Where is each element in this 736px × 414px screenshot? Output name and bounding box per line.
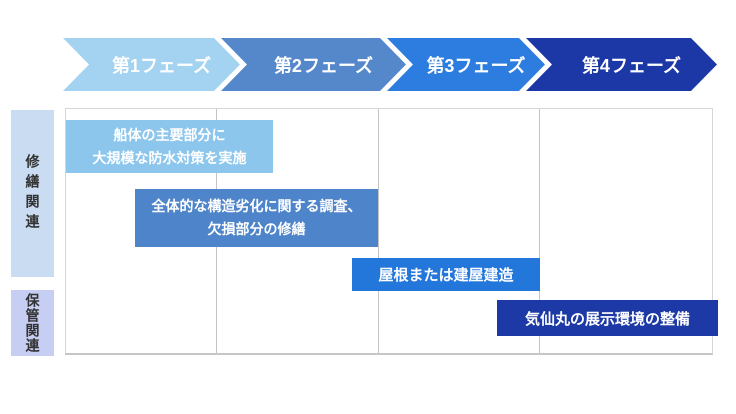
phase-arrow-3: 第3フェーズ: [387, 38, 545, 91]
task-bar-exhibition-environment: 気仙丸の展示環境の整備: [497, 300, 718, 336]
task-bar-hull-waterproofing-line1: 船体の主要部分に: [113, 126, 226, 143]
grid-line-phase3-4: [539, 109, 540, 353]
phase-arrow-1: 第1フェーズ: [63, 38, 240, 91]
task-bar-hull-waterproofing: 船体の主要部分に 大規模な防水対策を実施: [66, 120, 273, 173]
task-bar-roof-building-construction: 屋根または建屋建造: [352, 258, 540, 291]
row-label-repair: 修繕関連: [11, 110, 54, 277]
task-bar-structural-survey-repair-line2: 欠損部分の修繕: [207, 221, 306, 237]
phase-arrow-4-label: 第4フェーズ: [581, 55, 682, 76]
phase-arrow-2: 第2フェーズ: [221, 38, 406, 91]
phase-arrow-4: 第4フェーズ: [526, 38, 717, 91]
phase-arrow-2-label: 第2フェーズ: [273, 55, 374, 76]
phase-arrow-1-label: 第1フェーズ: [111, 55, 212, 76]
task-bar-exhibition-environment-line1: 気仙丸の展示環境の整備: [524, 310, 690, 328]
grid-line-phase2-3: [378, 109, 379, 353]
task-bar-hull-waterproofing-line2: 大規模な防水対策を実施: [92, 149, 247, 166]
phase-arrow-3-label: 第3フェーズ: [426, 55, 526, 76]
row-label-storage: 保管関連: [11, 290, 54, 356]
task-bar-roof-building-construction-line1: 屋根または建屋建造: [378, 267, 514, 284]
task-bar-structural-survey-repair-line1: 全体的な構造劣化に関する調査、: [151, 198, 362, 214]
task-bar-structural-survey-repair: 全体的な構造劣化に関する調査、 欠損部分の修繕: [135, 189, 378, 247]
